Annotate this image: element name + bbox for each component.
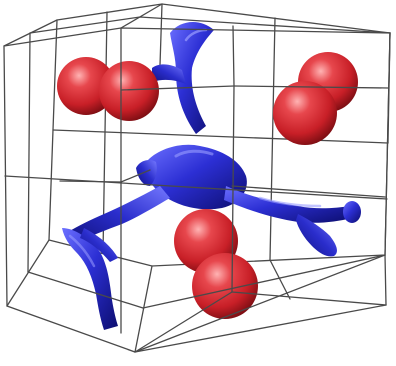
sphere-dimer-upper-right xyxy=(273,52,358,145)
sphere-dimer-upper-left xyxy=(57,57,159,121)
lattice-front xyxy=(3,3,391,353)
sphere-dimer-center xyxy=(174,209,258,319)
blue-network xyxy=(62,22,361,330)
